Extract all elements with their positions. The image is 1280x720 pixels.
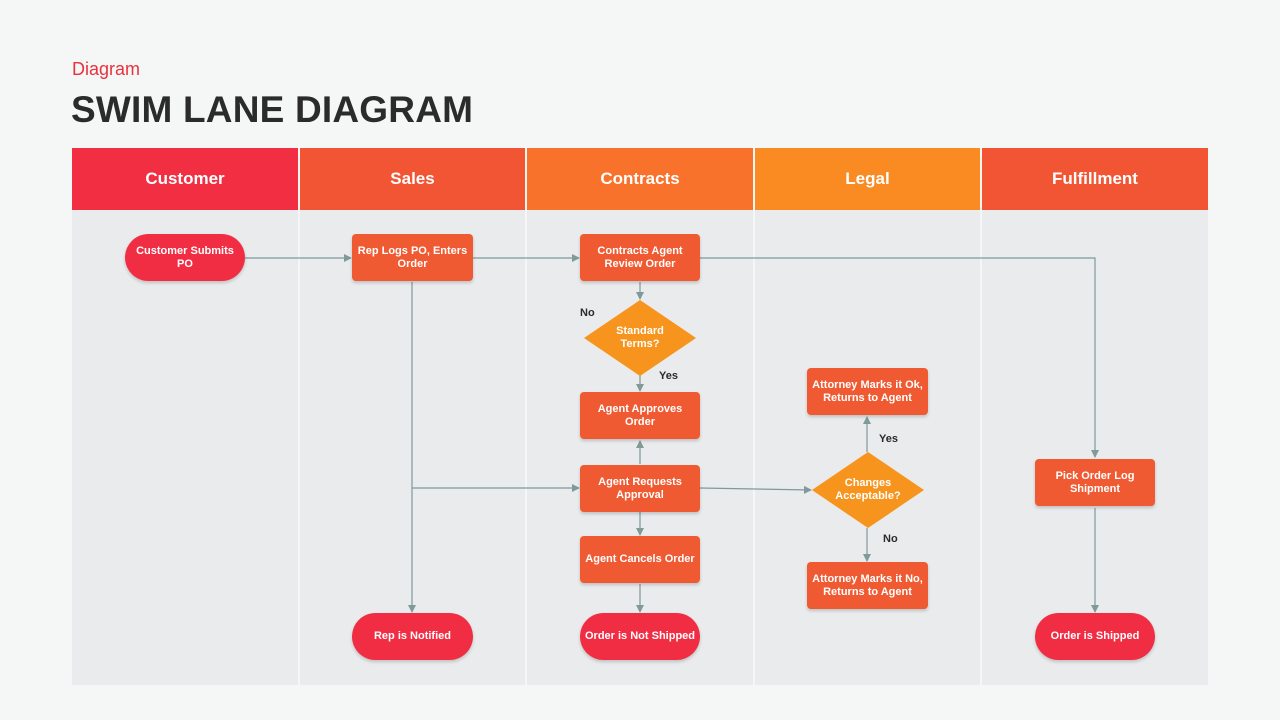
lane-header-customer: Customer <box>72 148 298 210</box>
edge-label-terms-yes: Yes <box>659 370 678 382</box>
edge-label-terms-no: No <box>580 307 595 319</box>
node-customer-submits-po: Customer Submits PO <box>125 234 245 281</box>
lane-customer: Customer <box>72 148 298 685</box>
node-label: Rep Logs PO, Enters Order <box>357 244 468 270</box>
node-agent-requests-approval: Agent Requests Approval <box>580 465 700 512</box>
lane-fulfillment: Fulfillment <box>982 148 1208 685</box>
node-agent-approves-order: Agent Approves Order <box>580 392 700 439</box>
node-label: Order is Shipped <box>1050 630 1140 642</box>
lane-label: Contracts <box>600 169 680 188</box>
lane-label: Legal <box>845 169 890 188</box>
node-label: Agent Cancels Order <box>585 553 695 565</box>
slide-title: SWIM LANE DIAGRAM <box>71 89 474 130</box>
node-agent-cancels-order: Agent Cancels Order <box>580 536 700 583</box>
node-label: Order is Not Shipped <box>584 630 695 642</box>
node-label: Agent Approves Order <box>597 402 683 428</box>
node-rep-logs-po: Rep Logs PO, Enters Order <box>352 234 473 281</box>
node-label: Attorney Marks it No, Returns to Agent <box>812 572 923 598</box>
node-label: Attorney Marks it Ok, Returns to Agent <box>812 378 923 404</box>
lane-label: Fulfillment <box>1052 169 1138 188</box>
node-label: Contracts Agent Review Order <box>597 244 683 270</box>
decision-standard-terms: Standard Terms? <box>584 300 696 376</box>
edge-label-changes-no: No <box>883 533 898 545</box>
lane-header-fulfillment: Fulfillment <box>982 148 1208 210</box>
lane-header-contracts: Contracts <box>527 148 753 210</box>
lane-sales: Sales <box>300 148 525 685</box>
slide-kicker: Diagram <box>72 59 141 79</box>
node-label: Pick Order Log Shipment <box>1055 469 1135 495</box>
node-pick-order-log: Pick Order Log Shipment <box>1035 459 1155 506</box>
node-attorney-marks-ok: Attorney Marks it Ok, Returns to Agent <box>807 368 928 415</box>
lane-label: Customer <box>145 169 225 188</box>
decision-label: Changes Acceptable? <box>835 477 901 502</box>
node-label: Rep is Notified <box>373 630 451 642</box>
decision-changes-acceptable: Changes Acceptable? <box>812 452 924 528</box>
node-label: Customer Submits PO <box>136 244 234 270</box>
node-label: Agent Requests Approval <box>598 475 682 501</box>
edge-label-changes-yes: Yes <box>879 433 898 445</box>
node-contracts-agent-review: Contracts Agent Review Order <box>580 234 700 281</box>
lane-header-legal: Legal <box>755 148 980 210</box>
node-order-not-shipped: Order is Not Shipped <box>580 613 700 660</box>
lane-label: Sales <box>390 169 435 188</box>
node-rep-is-notified: Rep is Notified <box>352 613 473 660</box>
decision-label: Standard Terms? <box>616 325 664 350</box>
lane-header-sales: Sales <box>300 148 525 210</box>
node-order-is-shipped: Order is Shipped <box>1035 613 1155 660</box>
node-attorney-marks-no: Attorney Marks it No, Returns to Agent <box>807 562 928 609</box>
